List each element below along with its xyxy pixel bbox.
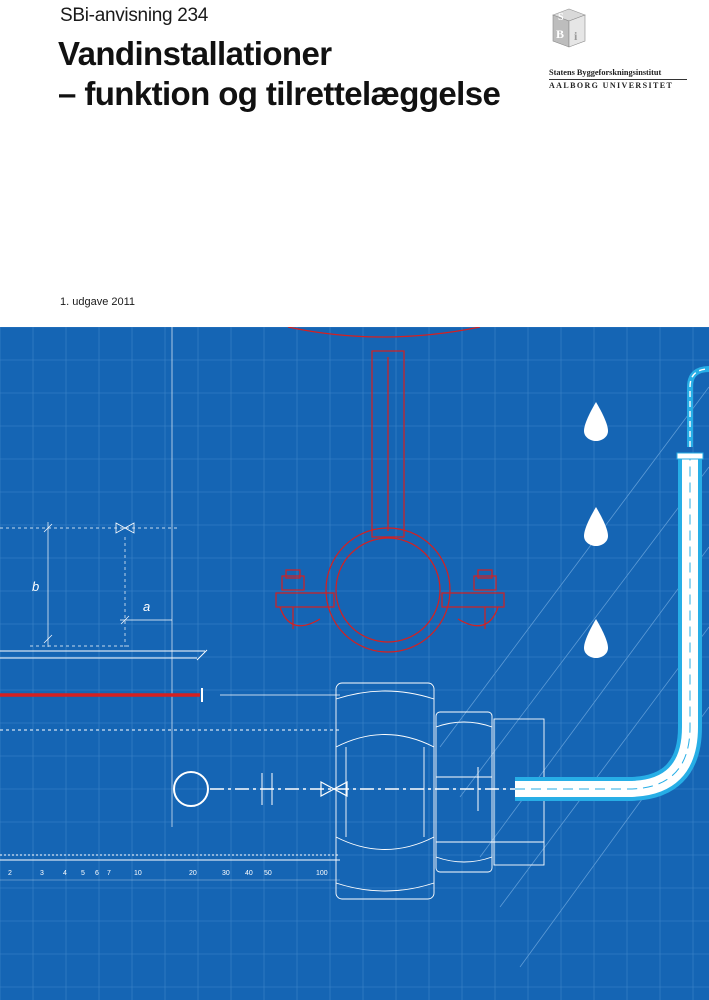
dimension-label-a: a <box>143 599 150 614</box>
water-drop-icon <box>584 507 608 546</box>
scale-label: 2 <box>8 870 12 877</box>
edition-label: 1. udgave 2011 <box>60 296 136 308</box>
sbi-logo: S B i <box>552 8 586 48</box>
publisher-divider <box>549 79 687 80</box>
dimension-label-b: b <box>32 579 39 594</box>
scale-label: 3 <box>40 870 44 877</box>
water-drop-icon <box>584 619 608 658</box>
scale-label: 40 <box>245 870 253 877</box>
scale-label: 50 <box>264 870 272 877</box>
coupling-marks <box>261 767 479 811</box>
scale-label: 5 <box>81 870 85 877</box>
scale-label: 30 <box>222 870 230 877</box>
scale-label: 6 <box>95 870 99 877</box>
title-line-2: – funktion og tilrettelæggelse <box>58 75 501 112</box>
publisher-block: Statens Byggeforskningsinstitut AALBORG … <box>549 68 687 90</box>
logo-letter-i: i <box>574 29 578 43</box>
series-label: SBi-anvisning 234 <box>60 5 209 26</box>
logo-letter-s: S <box>558 12 564 23</box>
logo-letter-b: B <box>556 27 564 41</box>
valve-icon <box>320 780 348 798</box>
scale-label: 7 <box>107 870 111 877</box>
publisher-university: AALBORG UNIVERSITET <box>549 81 674 90</box>
scale-label: 4 <box>63 870 67 877</box>
log-scale: 2 3 4 5 6 7 10 20 30 40 50 100 <box>0 870 340 881</box>
blueprint-illustration: b a <box>0 327 709 1000</box>
page-title: Vandinstallationer – funktion og tilrett… <box>58 34 501 114</box>
publisher-name: Statens Byggeforskningsinstitut <box>549 68 662 77</box>
wall-lines <box>0 649 340 861</box>
pipe-section-circle <box>173 771 209 807</box>
scale-label: 20 <box>189 870 197 877</box>
pipe-clamp <box>275 327 505 653</box>
scale-label: 100 <box>316 870 328 877</box>
water-drop-icon <box>584 402 608 441</box>
dimension-drawing <box>0 522 180 647</box>
hex-nut-fitting <box>335 682 545 900</box>
title-line-1: Vandinstallationer <box>58 35 332 72</box>
blueprint-grid <box>0 327 709 1000</box>
scale-label: 10 <box>134 870 142 877</box>
cold-water-pipe <box>515 366 709 801</box>
valve-icon-small <box>115 522 135 534</box>
